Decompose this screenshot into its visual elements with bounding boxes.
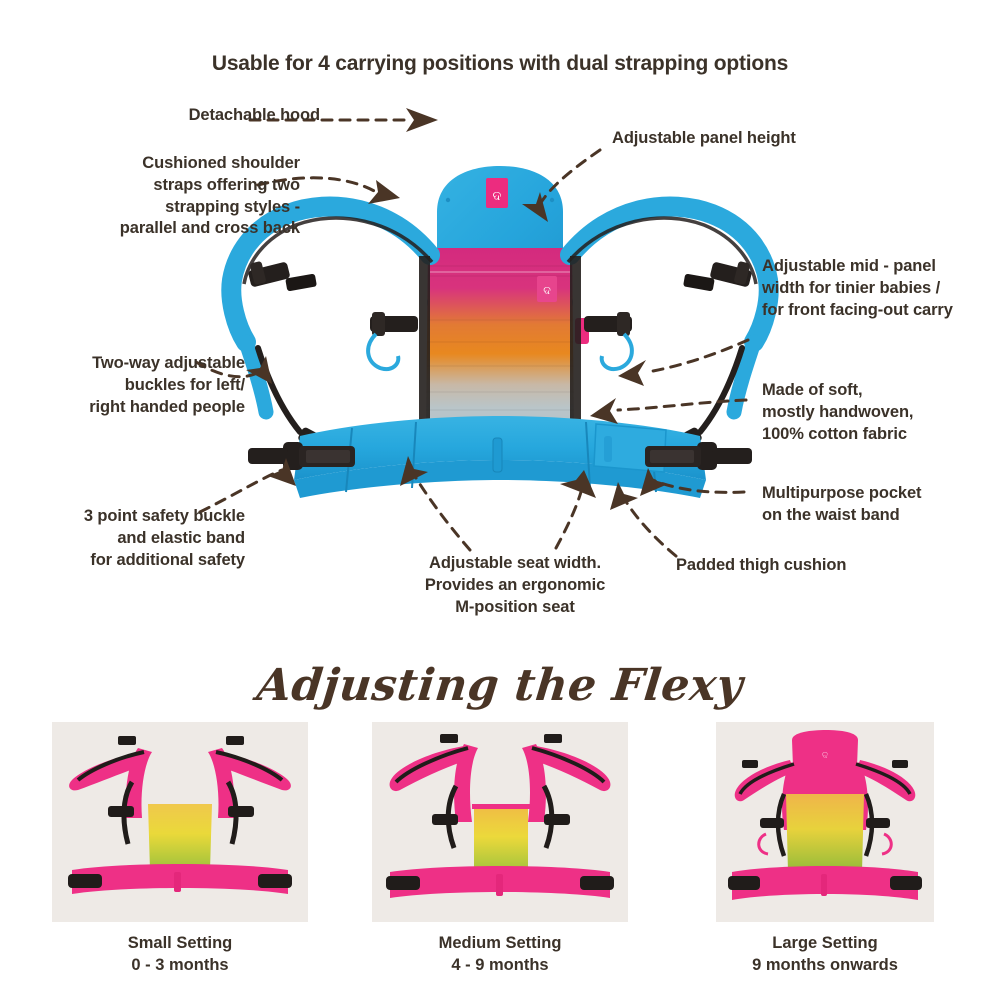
svg-text:ଦ: ଦ <box>493 188 502 203</box>
product-diagram: ଦ ଦ <box>0 80 1000 640</box>
svg-text:ଦ: ଦ <box>822 750 828 760</box>
caption-medium-age: 4 - 9 months <box>451 956 549 975</box>
right-strap-buckle <box>683 261 752 292</box>
annotation-soft-handwoven-cotton: Made of soft, mostly handwoven, 100% cot… <box>762 381 914 443</box>
leader-arrowheads <box>246 108 668 510</box>
caption-medium-name: Medium Setting <box>438 934 562 952</box>
annotation-three-point-safety-buckle: 3 point safety buckle and elastic band f… <box>83 507 245 569</box>
section-title: Adjusting the Flexy <box>254 660 746 711</box>
photo-medium-setting <box>372 722 628 922</box>
annotation-adjustable-panel-height: Adjustable panel height <box>612 129 796 147</box>
caption-small-name: Small Setting <box>127 934 233 952</box>
waist-buckle-left <box>283 442 355 470</box>
photo-small-setting <box>52 722 308 922</box>
carrier-body-panel: ଦ <box>426 248 589 430</box>
left-shoulder-strap <box>221 196 440 469</box>
caption-large-age: 9 months onwards <box>752 956 898 975</box>
annotation-padded-thigh-cushion: Padded thigh cushion <box>676 556 847 574</box>
annotation-adjustable-mid-panel-width: Adjustable mid - panel width for tinier … <box>762 257 953 319</box>
left-strap-buckle <box>248 261 317 292</box>
svg-text:ଦ: ଦ <box>543 285 551 297</box>
photo-large-setting: ଦ <box>716 722 934 922</box>
annotation-detachable-hood: Detachable hood <box>188 106 321 124</box>
caption-large-name: Large Setting <box>772 934 878 952</box>
caption-large-setting: Large Setting 9 months onwards <box>706 932 944 977</box>
annotation-multipurpose-pocket: Multipurpose pocket on the waist band <box>762 484 922 524</box>
annotation-adjustable-seat-width: Adjustable seat width. Provides an ergon… <box>424 554 606 616</box>
mid-panel-adjusters <box>366 312 634 371</box>
waist-belt <box>248 416 752 498</box>
annotation-cushioned-shoulder-straps: Cushioned shoulder straps offering two s… <box>119 154 300 238</box>
caption-medium-setting: Medium Setting 4 - 9 months <box>372 932 628 977</box>
page-title: Usable for 4 carrying positions with dua… <box>211 52 789 75</box>
waist-buckle-right <box>645 442 717 470</box>
caption-small-setting: Small Setting 0 - 3 months <box>52 932 308 977</box>
caption-small-age: 0 - 3 months <box>131 956 229 975</box>
annotation-two-way-buckles: Two-way adjustable buckles for left/ rig… <box>89 354 245 416</box>
